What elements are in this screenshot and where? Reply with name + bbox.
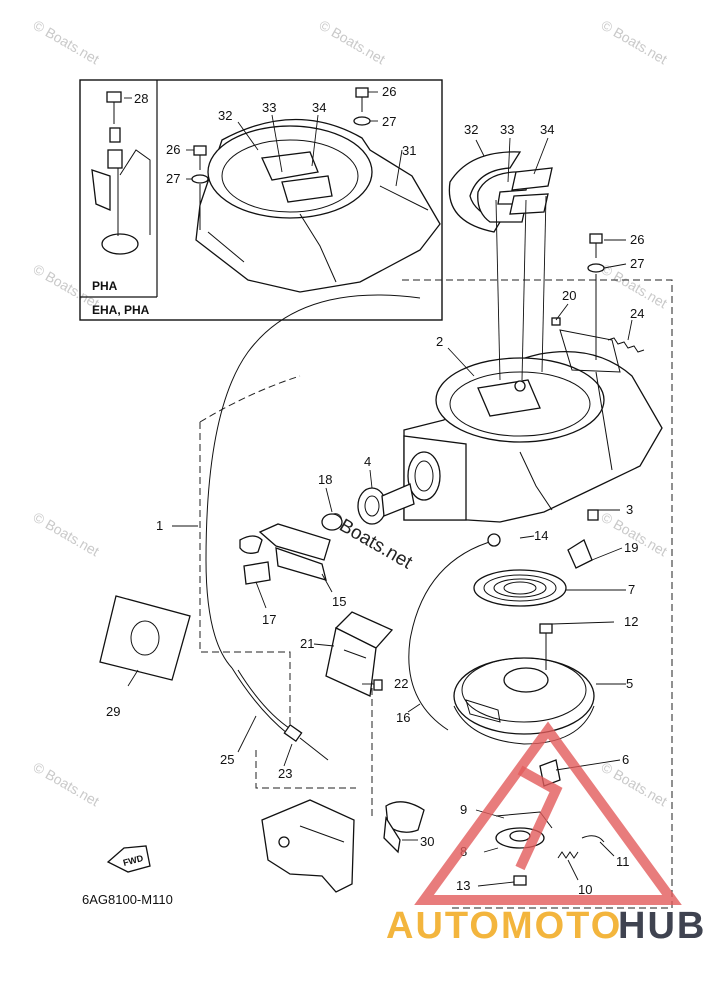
inset-bolt-assembly	[91, 91, 151, 255]
callout-10: 10	[578, 882, 592, 897]
inset-bolts	[191, 87, 371, 230]
callout-6: 6	[622, 752, 629, 767]
watermark: © Boats.net	[31, 759, 103, 810]
callout-27-inset-left: 27	[166, 171, 180, 186]
brand-name-part-a: AUTOMOTO	[386, 905, 622, 947]
drive-spring	[557, 835, 605, 859]
callout-15: 15	[332, 594, 346, 609]
center-bolt	[539, 623, 553, 670]
callout-34-main: 34	[540, 122, 554, 137]
callout-12: 12	[624, 614, 638, 629]
callout-9: 9	[460, 802, 467, 817]
rope-pulley	[453, 657, 595, 745]
callout-16: 16	[396, 710, 410, 725]
callout-28: 28	[134, 91, 148, 106]
callout-20: 20	[562, 288, 576, 303]
starter-housing	[403, 329, 663, 523]
inset-box: PHA EHA, PHA	[79, 79, 443, 321]
watermark: © Boats.net	[317, 17, 389, 68]
starter-rope	[408, 539, 497, 731]
starter-handle-group	[239, 483, 415, 585]
callout-27-main: 27	[630, 256, 644, 271]
label-decals	[448, 151, 553, 233]
callout-24: 24	[630, 306, 644, 321]
watermark: © Boats.net	[599, 759, 671, 810]
callout-29: 29	[106, 704, 120, 719]
callout-3: 3	[626, 502, 633, 517]
drive-bolt	[513, 875, 527, 886]
callout-26-inset-left: 26	[166, 142, 180, 157]
inset-label-pha: PHA	[92, 279, 118, 293]
callout-25: 25	[220, 752, 234, 767]
cable-clamp	[383, 801, 425, 854]
callout-13: 13	[456, 878, 470, 893]
callout-22: 22	[394, 676, 408, 691]
inset-label-eha-pha: EHA, PHA	[92, 303, 150, 317]
callout-1: 1	[156, 518, 163, 533]
assembly-dashed-outline	[199, 279, 673, 909]
callout-7: 7	[628, 582, 635, 597]
callout-14: 14	[534, 528, 548, 543]
watermark: © Boats.net	[599, 17, 671, 68]
callout-19: 19	[624, 540, 638, 555]
callout-26-inset: 26	[382, 84, 396, 99]
callouts: 1 2 3 4 5 6 7 8 9 10 11 12 13 14 15 16 1…	[106, 84, 644, 897]
watermark: © Boats.net	[31, 509, 103, 560]
return-spring	[551, 317, 645, 353]
housing-bolt	[587, 233, 605, 360]
callout-30: 30	[420, 834, 434, 849]
figure-code: 6AG8100-M110	[82, 892, 173, 907]
callout-21: 21	[300, 636, 314, 651]
callout-4: 4	[364, 454, 371, 469]
brand-triangle-icon	[414, 721, 682, 905]
fwd-arrow: FWD	[106, 845, 151, 873]
recoil-spring	[473, 569, 567, 607]
callout-32-main: 32	[464, 122, 478, 137]
brand-name-part-b: HUB	[618, 905, 706, 947]
pin	[587, 509, 599, 521]
rope-end	[487, 533, 501, 547]
callout-31: 31	[402, 143, 416, 158]
inset-starter-cover	[195, 118, 441, 293]
grommet-plate	[99, 595, 191, 681]
starter-cable-loop	[205, 294, 421, 669]
watermark: © Boats.net	[31, 17, 103, 68]
callout-32-inset: 32	[218, 108, 232, 123]
callout-26-main: 26	[630, 232, 644, 247]
pawl-plate	[567, 539, 593, 569]
callout-27-inset: 27	[382, 114, 396, 129]
callout-17: 17	[262, 612, 276, 627]
callout-34-inset: 34	[312, 100, 326, 115]
callout-33-main: 33	[500, 122, 514, 137]
callout-18: 18	[318, 472, 332, 487]
lock-cable	[231, 667, 329, 761]
brand-logo: AUTOMOTO HUB	[386, 721, 706, 947]
callout-11: 11	[616, 854, 630, 869]
callout-33-inset: 33	[262, 100, 276, 115]
callout-2: 2	[436, 334, 443, 349]
callout-23: 23	[278, 766, 292, 781]
callout-5: 5	[626, 676, 633, 691]
handle-bracket	[325, 611, 394, 697]
mounting-plate	[261, 799, 355, 893]
